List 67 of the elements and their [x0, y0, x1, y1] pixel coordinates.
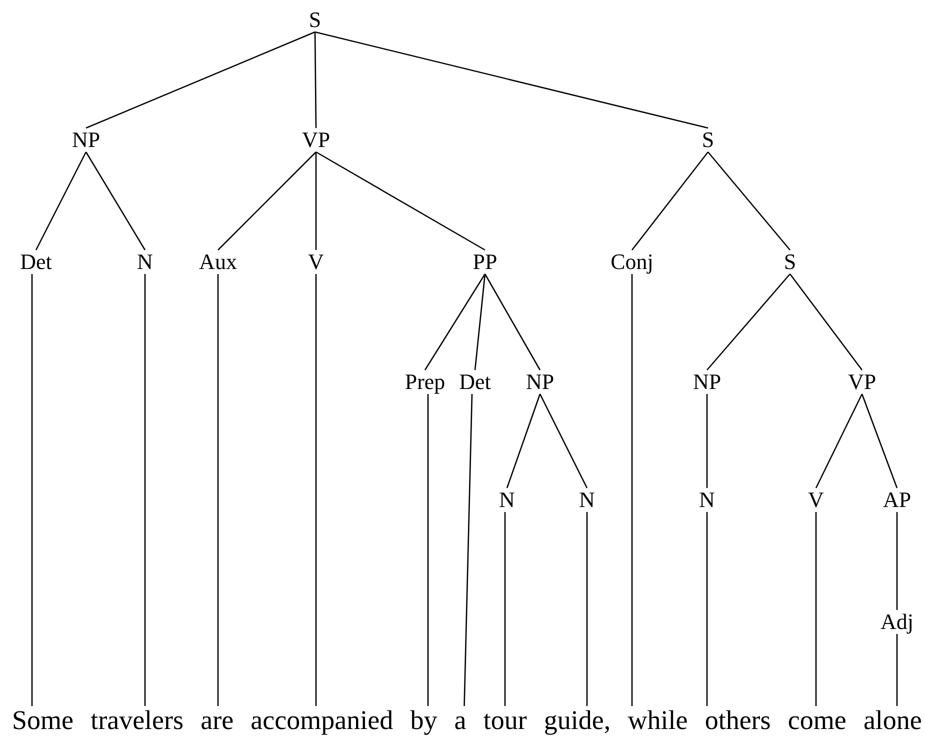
category-label: VP: [302, 128, 330, 152]
tree-branch: [506, 394, 541, 488]
sentence-word: tour: [483, 706, 527, 735]
tree-branch: [314, 32, 317, 128]
tree-branch: [86, 31, 316, 129]
category-label: N: [137, 250, 153, 274]
category-label: Conj: [610, 250, 654, 274]
tree-branch: [316, 151, 486, 251]
tree-branch: [706, 394, 708, 488]
tree-branch: [315, 152, 317, 250]
category-label: N: [579, 488, 595, 512]
tree-branch: [586, 512, 588, 706]
sentence-word: are: [200, 706, 234, 735]
tree-branch: [217, 274, 219, 706]
tree-branch: [896, 512, 898, 610]
category-label: Det: [20, 250, 52, 274]
tree-branch: [315, 274, 317, 706]
sentence-word: a: [454, 706, 466, 735]
tree-branch: [706, 274, 790, 370]
category-label: NP: [526, 370, 554, 394]
sentence-word: travelers: [90, 706, 184, 735]
tree-branch: [504, 512, 506, 706]
tree-branch: [424, 274, 486, 370]
sentence-word: while: [628, 706, 688, 735]
tree-branch: [708, 152, 790, 250]
tree-branch: [314, 31, 708, 129]
category-label: N: [499, 488, 515, 512]
category-label: PP: [472, 250, 498, 274]
category-label: V: [308, 250, 324, 274]
tree-branch: [31, 274, 33, 706]
category-label: S: [308, 8, 322, 32]
sentence-word: alone: [863, 706, 922, 735]
tree-branch: [464, 394, 473, 706]
category-label: NP: [692, 370, 722, 394]
category-label: Prep: [404, 370, 446, 394]
tree-branch: [218, 152, 316, 250]
tree-branch: [706, 512, 708, 706]
tree-branch: [815, 512, 817, 706]
tree-branch: [539, 394, 588, 488]
tree-branch: [815, 394, 863, 488]
category-label: Aux: [199, 250, 237, 274]
sentence-word: others: [704, 706, 771, 735]
category-label: AP: [882, 488, 912, 512]
tree-branch: [631, 152, 709, 250]
tree-branch: [35, 152, 87, 250]
sentence-word: by: [410, 706, 438, 735]
tree-branch: [85, 152, 146, 250]
category-label: S: [784, 250, 796, 274]
category-label: NP: [72, 128, 100, 152]
category-label: N: [699, 488, 715, 512]
tree-branch: [861, 394, 898, 488]
category-label: Adj: [880, 610, 914, 634]
tree-branch: [474, 274, 486, 370]
sentence-word: accompanied: [250, 706, 394, 735]
tree-branch: [631, 274, 633, 706]
sentence-word: guide,: [544, 706, 611, 735]
tree-branch: [144, 274, 146, 706]
category-label: V: [808, 488, 824, 512]
category-label: VP: [848, 370, 876, 394]
sentence-word: come: [788, 706, 846, 735]
tree-branch: [896, 634, 898, 706]
tree-branch: [427, 394, 429, 706]
sentence-word: Some: [12, 706, 74, 735]
category-label: S: [702, 128, 714, 152]
category-label: Det: [459, 370, 491, 394]
tree-branch: [484, 274, 541, 370]
tree-branch: [789, 274, 863, 370]
